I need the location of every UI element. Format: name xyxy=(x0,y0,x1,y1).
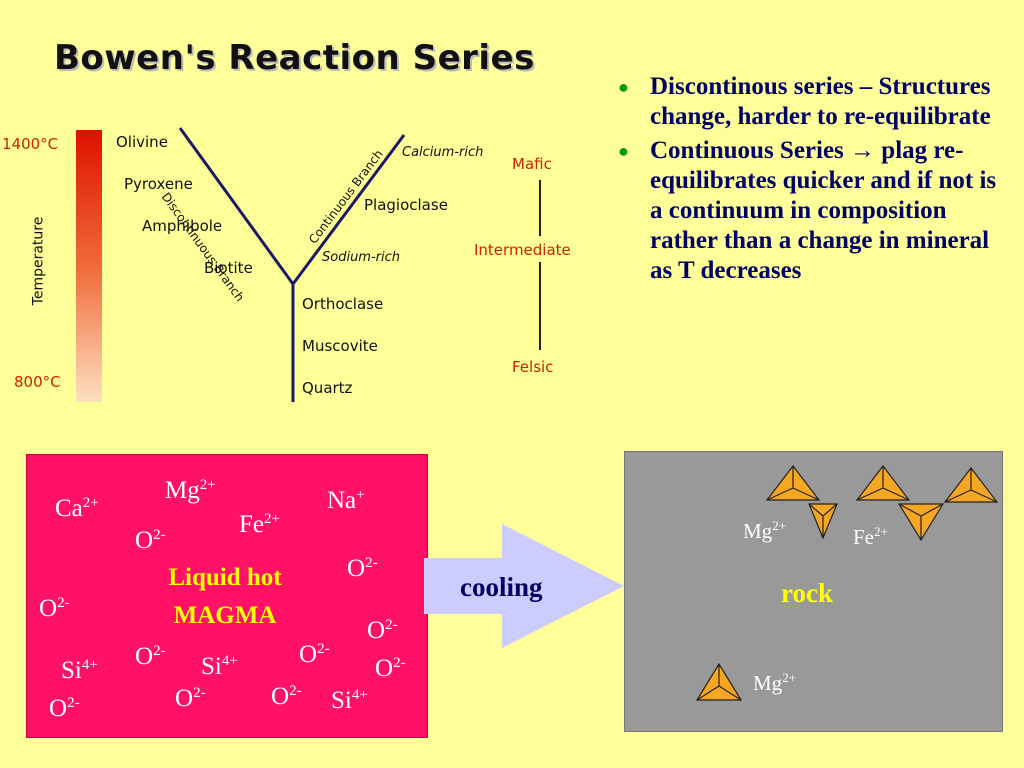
ion-label: O2- xyxy=(135,643,166,670)
mineral-muscovite: Muscovite xyxy=(302,337,378,355)
ion-label: O2- xyxy=(39,595,70,622)
ion-label: O2- xyxy=(49,695,80,722)
ion-label: Si4+ xyxy=(61,657,98,684)
mineral-amphibole: Amphibole xyxy=(142,217,223,235)
ion-label: O2- xyxy=(175,685,206,712)
continuous-line xyxy=(291,134,406,285)
ion-label: Mg2+ xyxy=(165,477,216,504)
ion-label: Si4+ xyxy=(331,687,368,714)
magma-label: Liquid hot MAGMA xyxy=(168,564,282,629)
ion-label: O2- xyxy=(367,617,398,644)
temperature-bar xyxy=(76,130,102,402)
mineral-pyroxene: Pyroxene xyxy=(124,175,193,193)
bullet-dot-icon: ● xyxy=(618,141,629,161)
mineral-quartz: Quartz xyxy=(302,379,353,397)
ion-label: O2- xyxy=(271,683,302,710)
cooling-label: cooling xyxy=(460,572,543,602)
mineral-biotite: Biotite xyxy=(204,259,253,277)
temp-high-label: 1400°C xyxy=(2,135,59,153)
ion-label: Si4+ xyxy=(201,653,238,680)
mineral-orthoclase: Orthoclase xyxy=(302,295,384,313)
rock-box: Mg2+ Fe2+ Mg2+ rock xyxy=(624,451,1003,732)
temperature-axis-label: Temperature xyxy=(30,216,47,306)
discontinuous-line xyxy=(178,127,295,285)
intermediate-label: Intermediate xyxy=(474,241,571,259)
sodium-rich-label: Sodium-rich xyxy=(322,250,401,265)
ion-label: Fe2+ xyxy=(239,511,280,538)
bullet-item: ●Discontinous series – Structures change… xyxy=(618,73,991,130)
diagram-title: Bowen's Reaction Series xyxy=(54,38,535,78)
ion-label: Fe2+ xyxy=(853,524,888,549)
cooling-arrow xyxy=(424,524,624,648)
rock-label: rock xyxy=(781,578,833,608)
ion-label: O2- xyxy=(135,527,166,554)
felsic-label: Felsic xyxy=(512,358,554,376)
ion-label: Ca2+ xyxy=(55,495,99,522)
ion-label: O2- xyxy=(375,655,406,682)
mineral-olivine: Olivine xyxy=(116,133,168,151)
bullet-item: ●Continuous Series → plag re-equilibrate… xyxy=(618,137,997,284)
calcium-rich-label: Calcium-rich xyxy=(402,145,484,160)
mafic-label: Mafic xyxy=(512,155,552,173)
ion-label: O2- xyxy=(347,555,378,582)
bullet-dot-icon: ● xyxy=(618,77,629,97)
bullet-list: ●Discontinous series – Structures change… xyxy=(612,72,1012,290)
ion-label: Na+ xyxy=(327,487,365,514)
silicate-chain-icon xyxy=(695,465,999,701)
ion-label: Mg2+ xyxy=(753,670,797,695)
temp-low-label: 800°C xyxy=(14,373,61,391)
bowen-diagram xyxy=(76,127,541,402)
ion-label: Mg2+ xyxy=(743,518,787,543)
ion-label: O2- xyxy=(299,641,330,668)
magma-box: Mg2+ Ca2+ Na+ Fe2+ O2- O2- O2- O2- O2- O… xyxy=(26,454,428,738)
mineral-plagioclase: Plagioclase xyxy=(364,196,448,214)
